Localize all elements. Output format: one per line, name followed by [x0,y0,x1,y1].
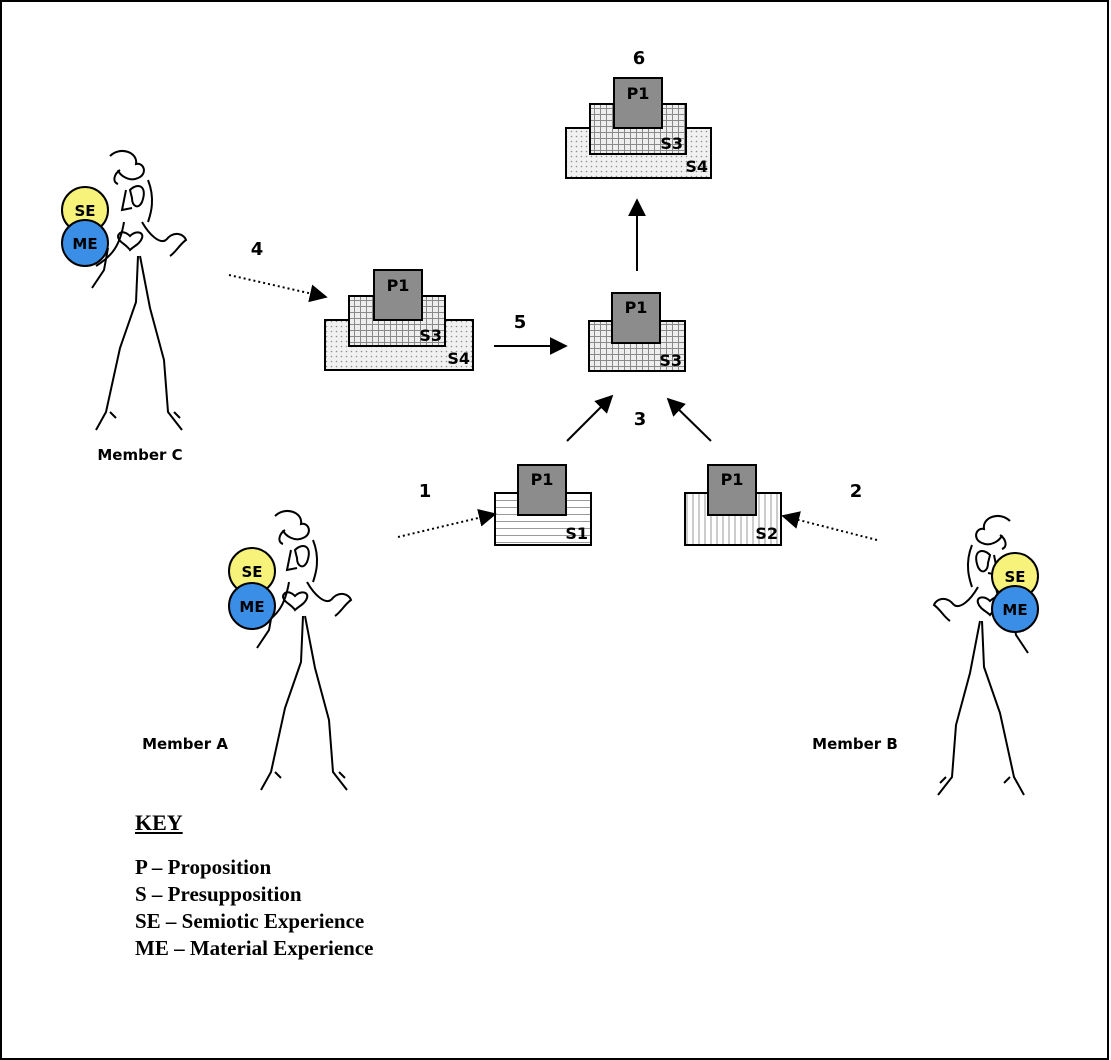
member-b-badges: SE ME [991,552,1039,633]
me-badge-a [228,582,276,630]
key-item-material-experience: ME – Material Experience [135,936,374,960]
member-a-label: Member A [142,735,228,753]
member-a-figure [256,509,352,791]
se-badge-label: SE [241,563,262,581]
presupposition-label: S3 [659,351,682,370]
block-p1-s2: P1 S2 [684,464,782,546]
proposition-square [613,77,663,129]
key-item-proposition: P – Proposition [135,855,272,879]
member-c-label: Member C [97,446,182,464]
member-b-label: Member B [812,735,898,753]
proposition-square [707,464,757,516]
block-final-consensus: P1 S3 S4 [565,77,712,179]
key-title: KEY [135,810,183,835]
proposition-square [373,269,423,321]
presupposition-label: S3 [419,326,442,345]
key-legend: KEY P – Proposition S – Presupposition S… [135,810,374,962]
presupposition-label: S2 [755,524,778,543]
me-badge-label: ME [1002,601,1027,619]
member-c-badges: SE ME [61,186,109,267]
block-p1-s3-s4: P1 S3 S4 [324,269,474,371]
proposition-label: P1 [721,470,744,489]
arrow-step-4 [228,274,328,303]
proposition-label: P1 [531,470,554,489]
proposition-label: P1 [625,298,648,317]
arrow-step-1 [397,508,497,538]
key-item-presupposition: S – Presupposition [135,882,302,906]
arrow-step-3-right [666,397,712,442]
step-number-3: 3 [634,409,647,430]
arrow-step-2 [781,511,878,541]
me-badge-b [991,585,1039,633]
proposition-label: P1 [387,276,410,295]
se-badge-label: SE [74,202,95,220]
arrow-step-3-left [566,394,614,442]
block-p1-s1: P1 S1 [494,464,592,546]
me-badge-label: ME [239,598,264,616]
step-number-1: 1 [419,481,432,502]
me-badge-c [61,219,109,267]
presupposition-label: S4 [685,157,708,176]
block-p1-s3: P1 S3 [588,292,686,372]
presupposition-label: S3 [660,134,683,153]
step-number-6: 6 [633,48,646,69]
presupposition-label: S4 [447,349,470,368]
se-badge-label: SE [1004,568,1025,586]
step-number-4: 4 [251,239,264,260]
member-a-badges: SE ME [228,547,276,630]
presupposition-label: S1 [565,524,588,543]
step-number-2: 2 [850,481,863,502]
me-badge-label: ME [72,235,97,253]
member-c-figure [91,149,187,431]
key-item-semiotic-experience: SE – Semiotic Experience [135,909,365,933]
step-number-5: 5 [514,312,527,333]
proposition-label: P1 [627,84,650,103]
proposition-square [611,292,661,344]
proposition-square [517,464,567,516]
